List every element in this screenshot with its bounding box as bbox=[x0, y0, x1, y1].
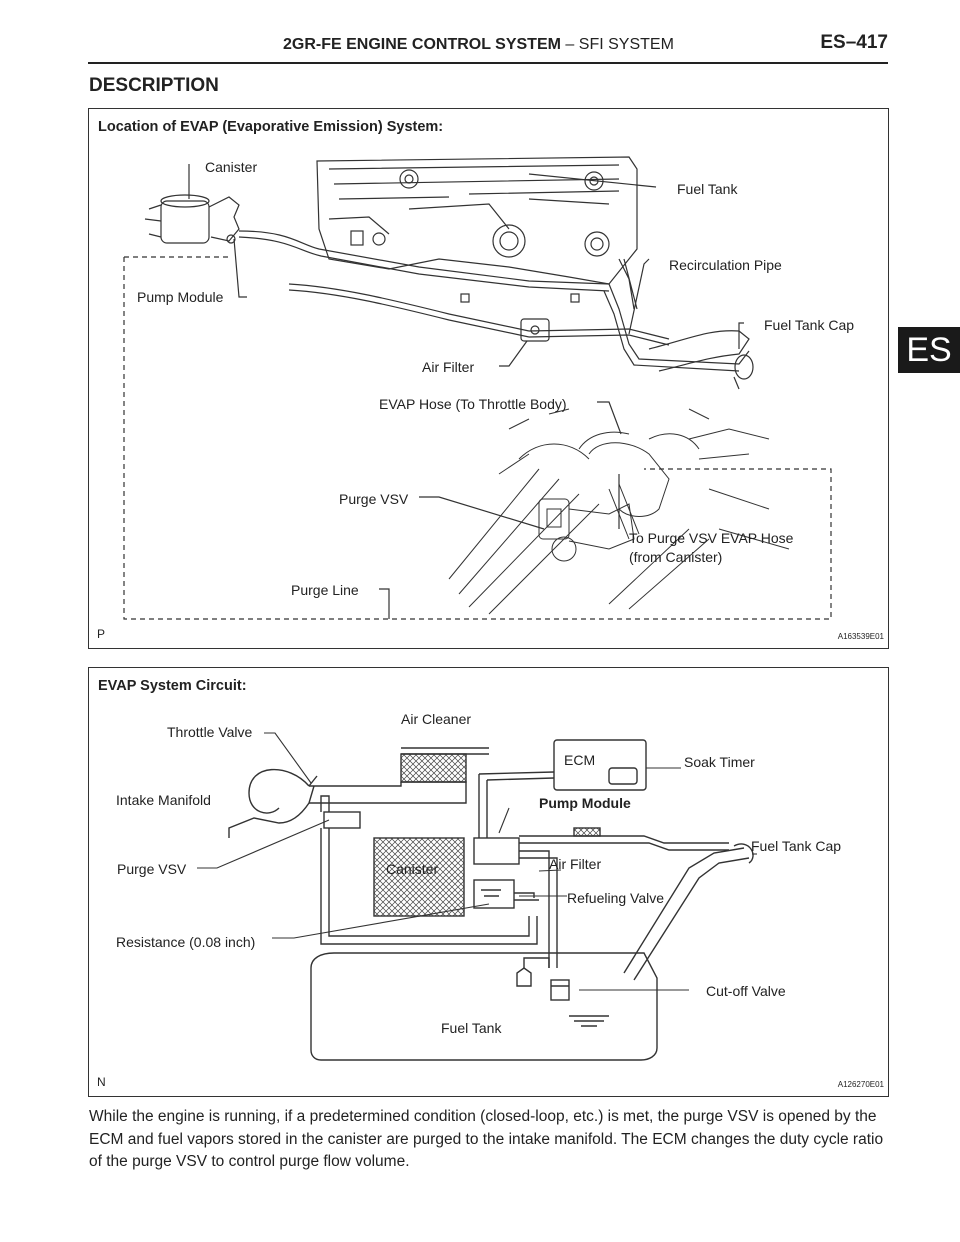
figure1-letter: P bbox=[97, 627, 106, 641]
circuit-leader-lines bbox=[197, 732, 757, 991]
refueling-valve-drawing bbox=[473, 879, 515, 909]
label-evap-hose: EVAP Hose (To Throttle Body) bbox=[379, 396, 567, 412]
label-canister: Canister bbox=[386, 861, 439, 877]
label-to-purge-hose: To Purge VSV EVAP Hose bbox=[629, 530, 794, 546]
description-paragraph: While the engine is running, if a predet… bbox=[89, 1108, 884, 1170]
fuel-tank-drawing bbox=[316, 156, 638, 303]
evap-location-drawing bbox=[123, 156, 832, 620]
page-number: ES–417 bbox=[820, 32, 888, 53]
evap-pipes-drawing bbox=[238, 230, 750, 372]
air-filter-drawing bbox=[520, 318, 550, 342]
fuel-tank-cap-drawing bbox=[648, 330, 754, 390]
header-system: 2GR-FE ENGINE CONTROL SYSTEM bbox=[283, 36, 561, 53]
evap-circuit-figure: EVAP System Circuit: Air Cleaner Throttl… bbox=[88, 667, 889, 1097]
figure1-code: A163539E01 bbox=[837, 632, 884, 641]
engine-area-drawing bbox=[448, 408, 790, 615]
circuit-piping bbox=[320, 771, 729, 968]
filler-neck-drawing bbox=[623, 843, 754, 981]
header-title: 2GR-FE ENGINE CONTROL SYSTEM – SFI SYSTE… bbox=[283, 36, 674, 54]
label-fuel-tank: Fuel Tank bbox=[677, 181, 738, 197]
page-header: 2GR-FE ENGINE CONTROL SYSTEM – SFI SYSTE… bbox=[88, 30, 888, 64]
canister-drawing bbox=[373, 837, 465, 917]
label-soak-timer: Soak Timer bbox=[684, 754, 755, 770]
label-recirculation-pipe: Recirculation Pipe bbox=[669, 257, 782, 273]
label-resistance: Resistance (0.08 inch) bbox=[116, 934, 256, 950]
label-purge-vsv: Purge VSV bbox=[117, 861, 187, 877]
evap-circuit-drawing bbox=[197, 732, 757, 1061]
label-canister: Canister bbox=[205, 159, 258, 175]
section-heading: DESCRIPTION bbox=[89, 75, 219, 96]
purge-vsv-drawing bbox=[323, 811, 361, 829]
label-from-canister: (from Canister) bbox=[629, 549, 723, 565]
figure1-title: Location of EVAP (Evaporative Emission) … bbox=[98, 119, 444, 135]
intake-manifold-drawing bbox=[228, 768, 318, 838]
label-ecm: ECM bbox=[564, 752, 596, 768]
evap-location-figure: Location of EVAP (Evaporative Emission) … bbox=[88, 108, 889, 649]
label-purge-vsv: Purge VSV bbox=[339, 491, 409, 507]
header-subsystem: SFI SYSTEM bbox=[578, 36, 674, 53]
ecm-drawing bbox=[553, 739, 647, 791]
label-air-filter: Air Filter bbox=[549, 856, 602, 872]
label-throttle-valve: Throttle Valve bbox=[167, 724, 253, 740]
pump-module-drawing bbox=[473, 837, 520, 865]
leader-lines bbox=[188, 164, 744, 619]
label-fuel-tank-cap: Fuel Tank Cap bbox=[751, 838, 842, 854]
label-pump-module: Pump Module bbox=[137, 289, 224, 305]
header-separator: – bbox=[565, 36, 575, 53]
fuel-tank-drawing bbox=[310, 952, 658, 1061]
label-air-cleaner: Air Cleaner bbox=[401, 711, 472, 727]
cut-off-valve-drawing bbox=[516, 957, 570, 1001]
figure2-title: EVAP System Circuit: bbox=[98, 678, 247, 694]
label-pump-module: Pump Module bbox=[539, 795, 631, 811]
canister-drawing bbox=[144, 194, 240, 244]
engine-area-dashed-box bbox=[123, 257, 832, 620]
figure2-letter: N bbox=[97, 1075, 106, 1089]
label-cut-off-valve: Cut-off Valve bbox=[706, 983, 786, 999]
label-fuel-tank: Fuel Tank bbox=[441, 1020, 502, 1036]
label-refueling-valve: Refueling Valve bbox=[567, 890, 665, 906]
label-intake-manifold: Intake Manifold bbox=[116, 792, 211, 808]
label-fuel-tank-cap: Fuel Tank Cap bbox=[764, 317, 855, 333]
section-tab: ES bbox=[898, 327, 960, 373]
label-air-filter: Air Filter bbox=[422, 359, 475, 375]
label-purge-line: Purge Line bbox=[291, 582, 359, 598]
figure2-code: A126270E01 bbox=[837, 1080, 884, 1089]
air-cleaner-drawing bbox=[309, 747, 489, 804]
